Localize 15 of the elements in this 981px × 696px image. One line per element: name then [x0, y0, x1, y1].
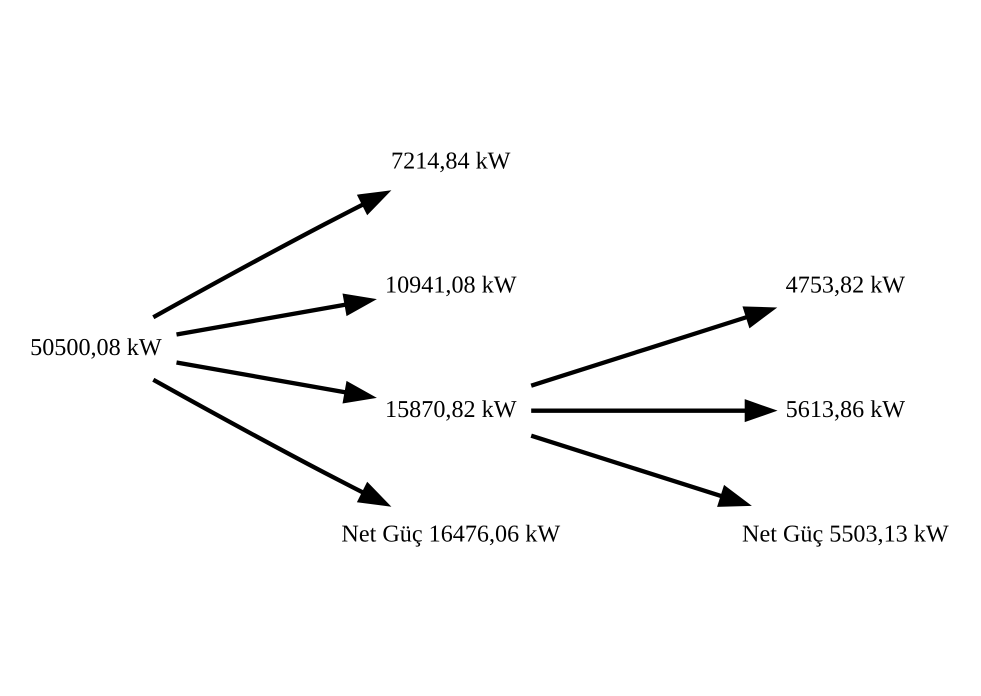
- node-text: 50500,08 kW: [30, 333, 162, 360]
- arrow: [152, 377, 392, 506]
- arrow: [531, 398, 778, 422]
- node-text: 10941,08 kW: [385, 271, 517, 298]
- node-text: Net Güç 5503,13 kW: [742, 520, 949, 547]
- node-text: 4753,82 kW: [786, 271, 906, 298]
- node-text: 7214,84 kW: [391, 146, 510, 174]
- arrow: [152, 190, 392, 319]
- node-text: 15870,82 kW: [385, 396, 517, 423]
- node-text: Net Güç 16476,06 kW: [341, 520, 560, 547]
- node-text: 5613,86 kW: [786, 396, 906, 423]
- arrow: [176, 360, 377, 403]
- arrow: [176, 293, 377, 336]
- arrow: [530, 433, 752, 506]
- arrow: [530, 306, 778, 388]
